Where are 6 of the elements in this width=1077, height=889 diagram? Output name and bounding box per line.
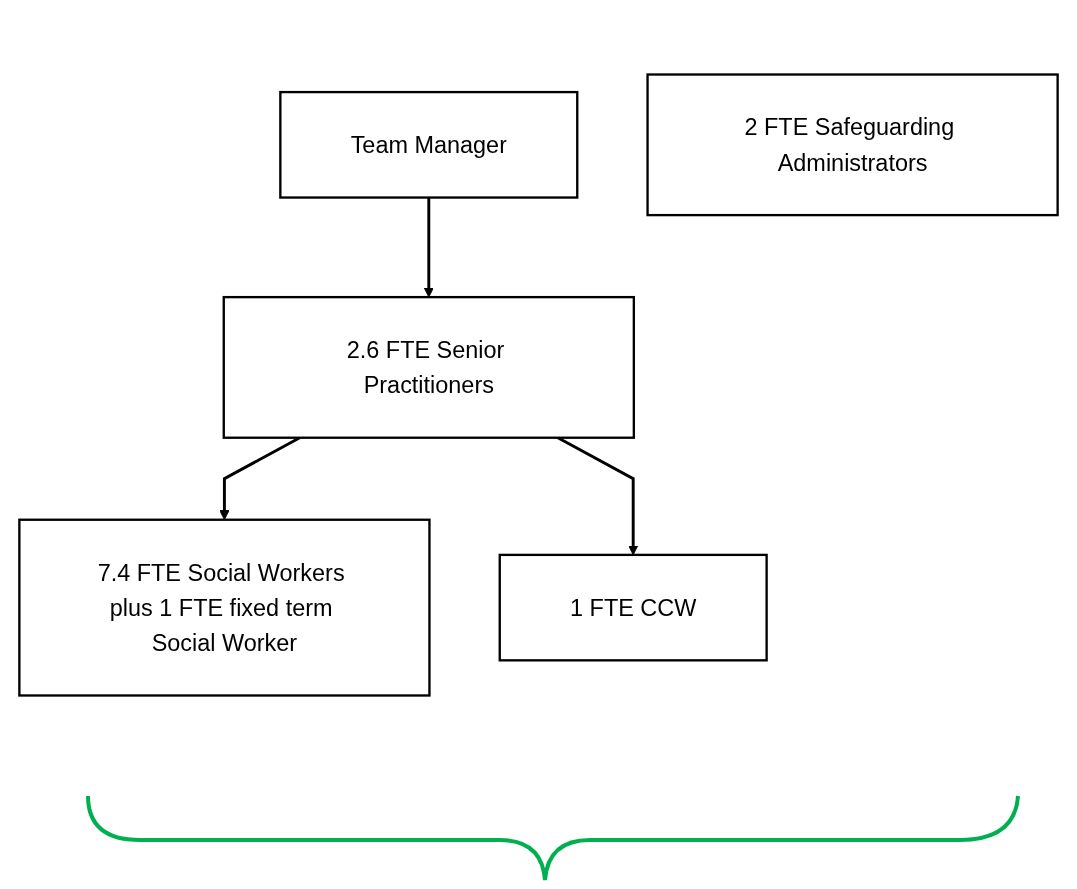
arrow: [423, 197, 434, 298]
node-box: 7.4 FTE Social Workers plus 1 FTE fixed term Social Worker: [18, 518, 431, 697]
node-box: Team Manager: [279, 90, 579, 199]
node-box: 1 FTE CCW: [498, 553, 768, 662]
node-box: 2.6 FTE Senior Practitioners: [222, 295, 635, 439]
node-box: 2 FTE Safeguarding Administrators: [646, 73, 1059, 217]
